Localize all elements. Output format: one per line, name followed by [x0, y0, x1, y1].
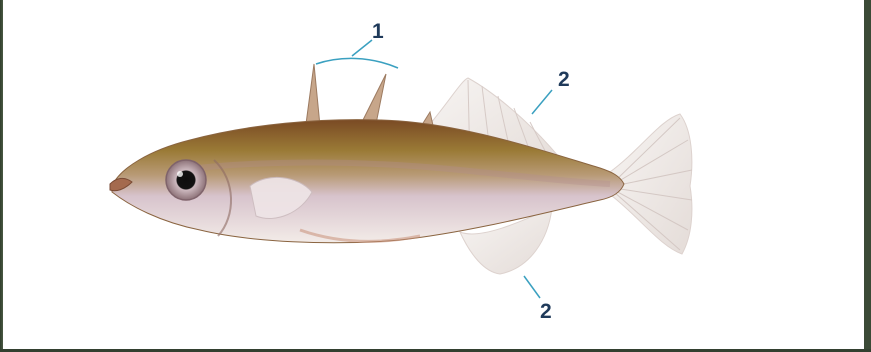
label-1: 1: [372, 20, 384, 44]
leader-line-2-top: [532, 90, 552, 114]
leader-line-1: [352, 40, 372, 56]
leader-line-2-bottom: [524, 276, 540, 298]
eye: [166, 160, 206, 200]
first-spine: [306, 64, 320, 126]
second-spine: [362, 74, 386, 124]
label-2-top: 2: [558, 68, 570, 92]
bracket-line: [316, 58, 398, 68]
label-2-bottom: 2: [540, 300, 552, 324]
